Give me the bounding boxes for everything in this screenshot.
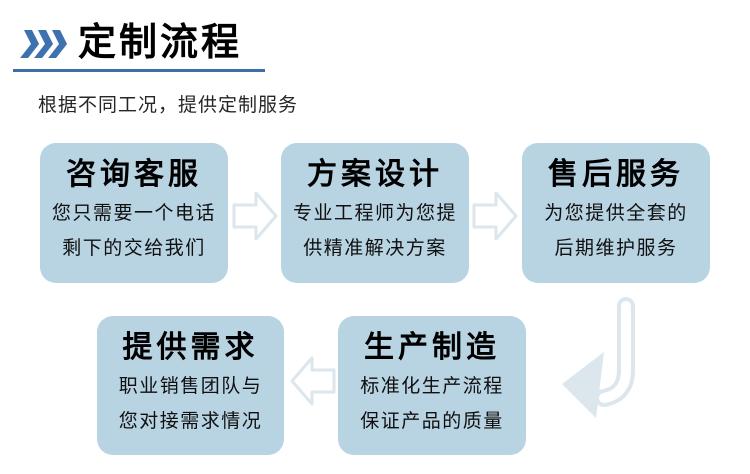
section-subtitle: 根据不同工况，提供定制服务: [38, 95, 299, 116]
section-title: 定制流程: [78, 22, 243, 64]
arrow-down-left-icon: [562, 297, 635, 418]
step-desc-line: 后期维护服务: [554, 238, 678, 259]
flow-step-provide-requirements: 提供需求 职业销售团队与 您对接需求情况: [97, 316, 284, 455]
arrow-right-icon: [472, 191, 518, 241]
step-desc-line: 为您提供全套的: [544, 203, 688, 224]
step-desc-line: 职业销售团队与: [118, 376, 263, 397]
flow-step-production: 生产制造 标准化生产流程 保证产品的质量: [338, 316, 526, 455]
flow-step-consult-service: 咨询客服 您只需要一个电话 剩下的交给我们: [40, 143, 228, 283]
step-desc-line: 您只需要一个电话: [51, 203, 216, 224]
step-title: 生产制造: [364, 331, 500, 364]
arrow-right-icon: [232, 191, 278, 241]
step-title: 咨询客服: [66, 158, 202, 191]
step-desc-line: 专业工程师为您提: [292, 203, 457, 224]
step-title: 方案设计: [307, 158, 443, 191]
step-desc-line: 剩下的交给我们: [62, 238, 206, 259]
step-title: 售后服务: [548, 158, 684, 191]
step-title: 提供需求: [122, 331, 259, 364]
step-desc-line: 供精准解决方案: [303, 238, 447, 259]
step-desc-line: 保证产品的质量: [360, 411, 504, 432]
step-desc-line: 标准化生产流程: [360, 376, 504, 397]
arrow-left-icon: [290, 356, 336, 406]
title-underline: [13, 69, 265, 72]
triple-chevron-icon: [20, 30, 68, 58]
step-desc-line: 您对接需求情况: [118, 411, 263, 432]
flow-step-solution-design: 方案设计 专业工程师为您提 供精准解决方案: [281, 143, 469, 283]
flow-step-after-sales: 售后服务 为您提供全套的 后期维护服务: [522, 143, 710, 283]
